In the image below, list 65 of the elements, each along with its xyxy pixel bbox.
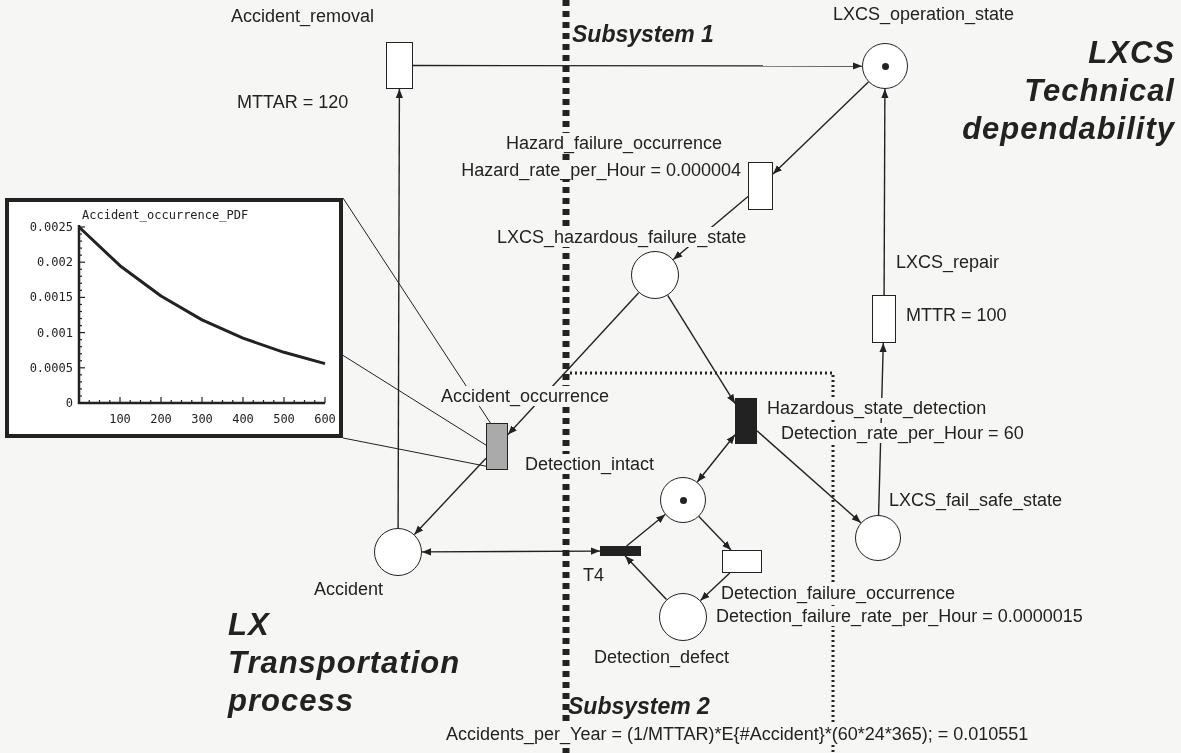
place-circle: [862, 43, 908, 89]
arc-arrow: [881, 88, 889, 296]
chart-title: Accident_occurrence_PDF: [82, 208, 249, 222]
tick-label: 0.001: [36, 325, 73, 340]
tick-label: 400: [232, 412, 254, 426]
arc-arrow: [699, 572, 731, 602]
arc-arrow: [625, 513, 666, 547]
arc-arrow: [667, 294, 736, 405]
arc-arrow: [413, 457, 487, 536]
rate-label: Hazard_rate_per_Hour = 0.000004: [460, 160, 742, 180]
arc-arrow: [772, 81, 870, 175]
node-label: Detection_intact: [524, 454, 656, 474]
tick-label: 0.0025: [29, 220, 73, 234]
node-label: Detection_failure_occurrence: [720, 583, 957, 603]
place-circle: [631, 251, 679, 299]
arc-arrow: [624, 555, 668, 601]
zoom-line: [342, 197, 491, 424]
transition-bar: [486, 423, 508, 470]
arc-arrow: [412, 62, 863, 70]
region-title: LXCS Technical dependability: [961, 34, 1175, 148]
tick-label: 0.002: [36, 255, 73, 270]
place-circle: [855, 515, 901, 561]
arc-arrow: [756, 430, 862, 524]
arc-arrow: [696, 434, 736, 483]
tick-label: 200: [150, 412, 172, 426]
arc-arrow: [672, 195, 749, 261]
place-circle: [374, 528, 422, 576]
arc-arrow: [395, 88, 403, 529]
node-label: Hazardous_state_detection: [766, 398, 988, 418]
tick-label: 300: [191, 412, 213, 426]
arc-arrow: [877, 342, 887, 516]
node-label: Accident_occurrence: [440, 386, 611, 406]
transition-bar: [386, 42, 413, 89]
chart-panel: [5, 198, 343, 438]
arc-arrow: [421, 547, 601, 556]
tick-label: 0.0005: [29, 360, 73, 375]
tick-label: 600: [314, 412, 336, 426]
node-label: Hazard_failure_occurrence: [505, 133, 724, 153]
node-label: Accident_removal: [230, 6, 376, 26]
tick-label: 500: [273, 412, 295, 426]
region-title: LX Transportation process: [228, 606, 462, 720]
rate-label: Detection_failure_rate_per_Hour = 0.0000015: [715, 606, 1084, 626]
node-label: LXCS_fail_safe_state: [888, 490, 1064, 510]
node-label: Detection_defect: [593, 647, 731, 667]
zoom-line: [342, 437, 487, 467]
tick-label: 0: [65, 396, 73, 410]
place-circle: [660, 477, 706, 523]
formula-text: Accidents_per_Year = (1/MTTAR)*E{#Accident}*(60*24*365); = 0.010551: [445, 724, 1030, 744]
subsystem-title: Subsystem 1: [572, 20, 714, 48]
arc-arrow: [698, 515, 732, 551]
rate-label: Detection_rate_per_Hour = 60: [780, 423, 1025, 443]
place-circle: [659, 593, 707, 641]
transition-bar: [872, 295, 896, 343]
tick-label: 100: [109, 412, 131, 426]
tick-label: 0.0015: [29, 290, 73, 305]
transition-bar: [735, 398, 757, 444]
zoom-line: [342, 354, 487, 446]
node-label: LXCS_operation_state: [832, 4, 1016, 24]
transition-bar: [748, 162, 773, 210]
subsystem-title: Subsystem 2: [568, 692, 710, 720]
node-label: LXCS_repair: [895, 252, 1001, 272]
arc-arrow: [507, 292, 640, 436]
transition-bar: [600, 546, 641, 556]
node-label: LXCS_hazardous_failure_state: [496, 227, 748, 247]
transition-bar: [722, 550, 762, 573]
